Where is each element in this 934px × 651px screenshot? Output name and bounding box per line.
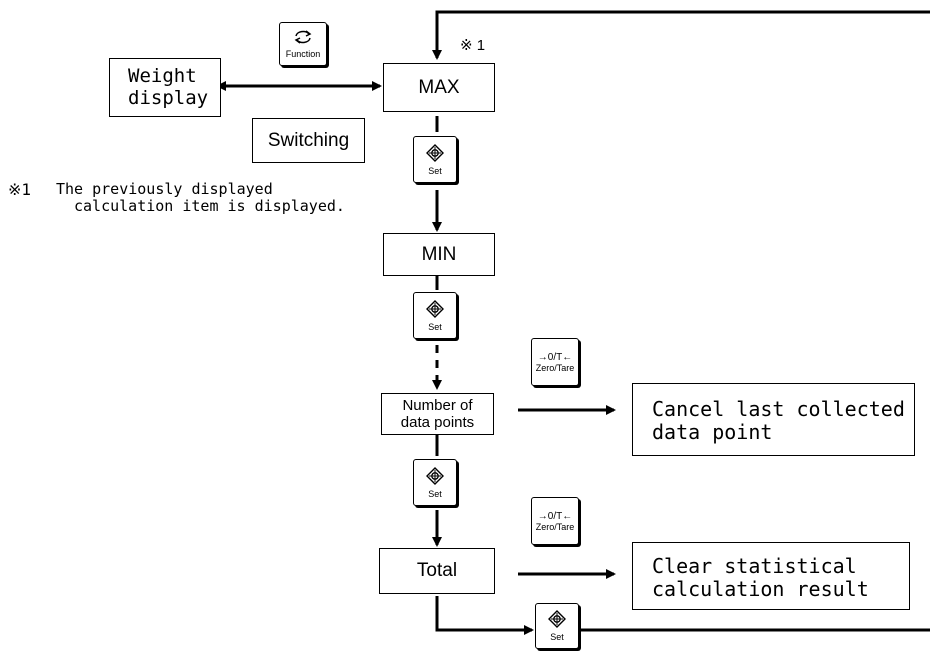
set-key-4: Set [535, 603, 579, 649]
cycle-arrows-icon [292, 29, 314, 49]
weight-display-box: Weight display [109, 58, 221, 117]
zero-tare-key-1: →0/T← Zero/Tare [531, 338, 579, 386]
loop-connector [432, 10, 930, 60]
footnote-line-1: The previously displayed [56, 180, 273, 198]
zero-tare-label: Zero/Tare [535, 362, 575, 373]
note-marker: ※ 1 [460, 37, 486, 54]
total-box: Total [379, 548, 495, 594]
cancel-last-box: Cancel last collected data point [632, 383, 915, 456]
function-key: Function [279, 22, 327, 66]
footnote-line-2: calculation item is displayed. [74, 197, 345, 215]
set-key-1: Set [413, 136, 457, 183]
set-key-label: Set [428, 165, 442, 176]
zero-tare-label: Zero/Tare [535, 521, 575, 532]
footnote-mark: ※1 [8, 180, 32, 199]
diamond-target-icon [426, 143, 444, 166]
set-key-label: Set [428, 488, 442, 499]
set-key-label: Set [428, 321, 442, 332]
set-key-label: Set [550, 632, 564, 642]
number-of-data-points-box: Number of data points [381, 393, 494, 435]
set-key-2: Set [413, 292, 457, 339]
total-loop-connector [435, 596, 534, 635]
max-box: MAX [383, 63, 495, 112]
zero-tare-symbol: →0/T← [537, 510, 573, 522]
diamond-target-icon [426, 299, 444, 322]
switching-box: Switching [252, 118, 365, 163]
zero-tare-key-2: →0/T← Zero/Tare [531, 497, 579, 545]
diamond-target-icon [426, 466, 444, 489]
diamond-target-icon [548, 610, 566, 632]
min-box: MIN [383, 233, 495, 276]
function-key-label: Function [285, 49, 321, 59]
clear-statistical-box: Clear statistical calculation result [632, 542, 910, 610]
set-key-3: Set [413, 459, 457, 506]
zero-tare-symbol: →0/T← [537, 351, 573, 363]
